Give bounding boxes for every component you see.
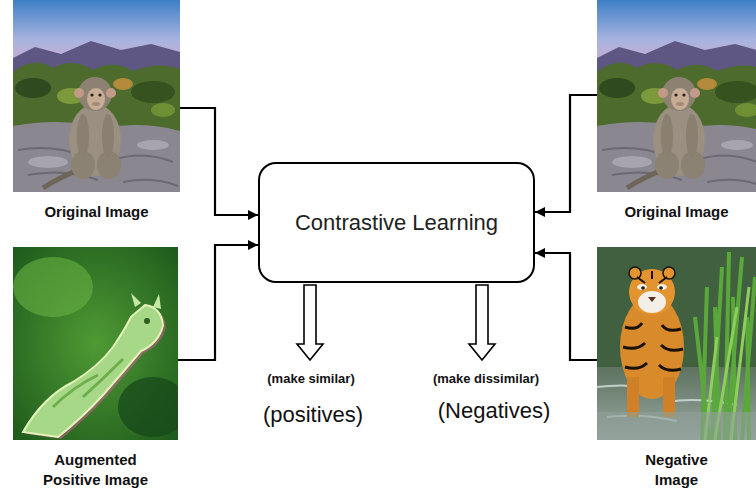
illustration-part [695, 252, 755, 440]
arrow-label: (Negatives) [438, 398, 550, 424]
illustration-part [131, 293, 141, 307]
image-node: Original Image [597, 0, 756, 192]
illustration-part [144, 318, 150, 324]
image-caption: Original Image [22, 202, 172, 222]
illustration-part [623, 323, 683, 370]
process-box: Contrastive Learning [258, 162, 535, 283]
illustration-part [53, 359, 123, 407]
augmented-photo [13, 247, 178, 440]
connector-arrow [178, 245, 258, 360]
illustration-part [637, 284, 647, 290]
illustration-part [637, 271, 667, 283]
illustration-part [13, 0, 180, 192]
arrow-label: (positives) [263, 402, 363, 428]
illustration-part [648, 297, 656, 302]
monkey-photo [597, 0, 756, 192]
illustration-part [597, 412, 756, 440]
illustration-part [627, 377, 639, 417]
connector-arrow [180, 108, 258, 215]
monkey-photo [13, 0, 180, 192]
illustration-part [597, 0, 756, 192]
illustration-part [657, 284, 667, 290]
illustration-part [23, 305, 163, 437]
illustration-part [659, 286, 663, 290]
illustration-part [118, 377, 178, 437]
image-node: Original Image [13, 0, 180, 192]
illustration-part [663, 377, 675, 417]
image-caption: Negative Image [631, 450, 723, 491]
illustration-part [663, 267, 675, 279]
image-caption: Augmented Positive Image [31, 450, 161, 491]
connector-arrow [535, 95, 597, 212]
hollow-arrow [469, 285, 495, 360]
image-node: Augmented Positive Image [13, 247, 178, 440]
illustration-part [13, 257, 93, 317]
arrow-label: (make similar) [267, 371, 354, 386]
illustration-part [597, 247, 756, 440]
arrow-label: (make dissimilar) [433, 371, 539, 386]
process-label: Contrastive Learning [295, 210, 498, 236]
illustration-part [638, 291, 666, 313]
tiger-photo [597, 247, 756, 440]
image-node: Negative Image [597, 247, 756, 440]
image-caption: Original Image [602, 202, 752, 222]
hollow-arrow [297, 285, 323, 360]
connector-arrow [535, 253, 597, 360]
illustration-part [641, 286, 645, 290]
illustration-part [153, 294, 161, 309]
illustration-part [629, 267, 641, 279]
